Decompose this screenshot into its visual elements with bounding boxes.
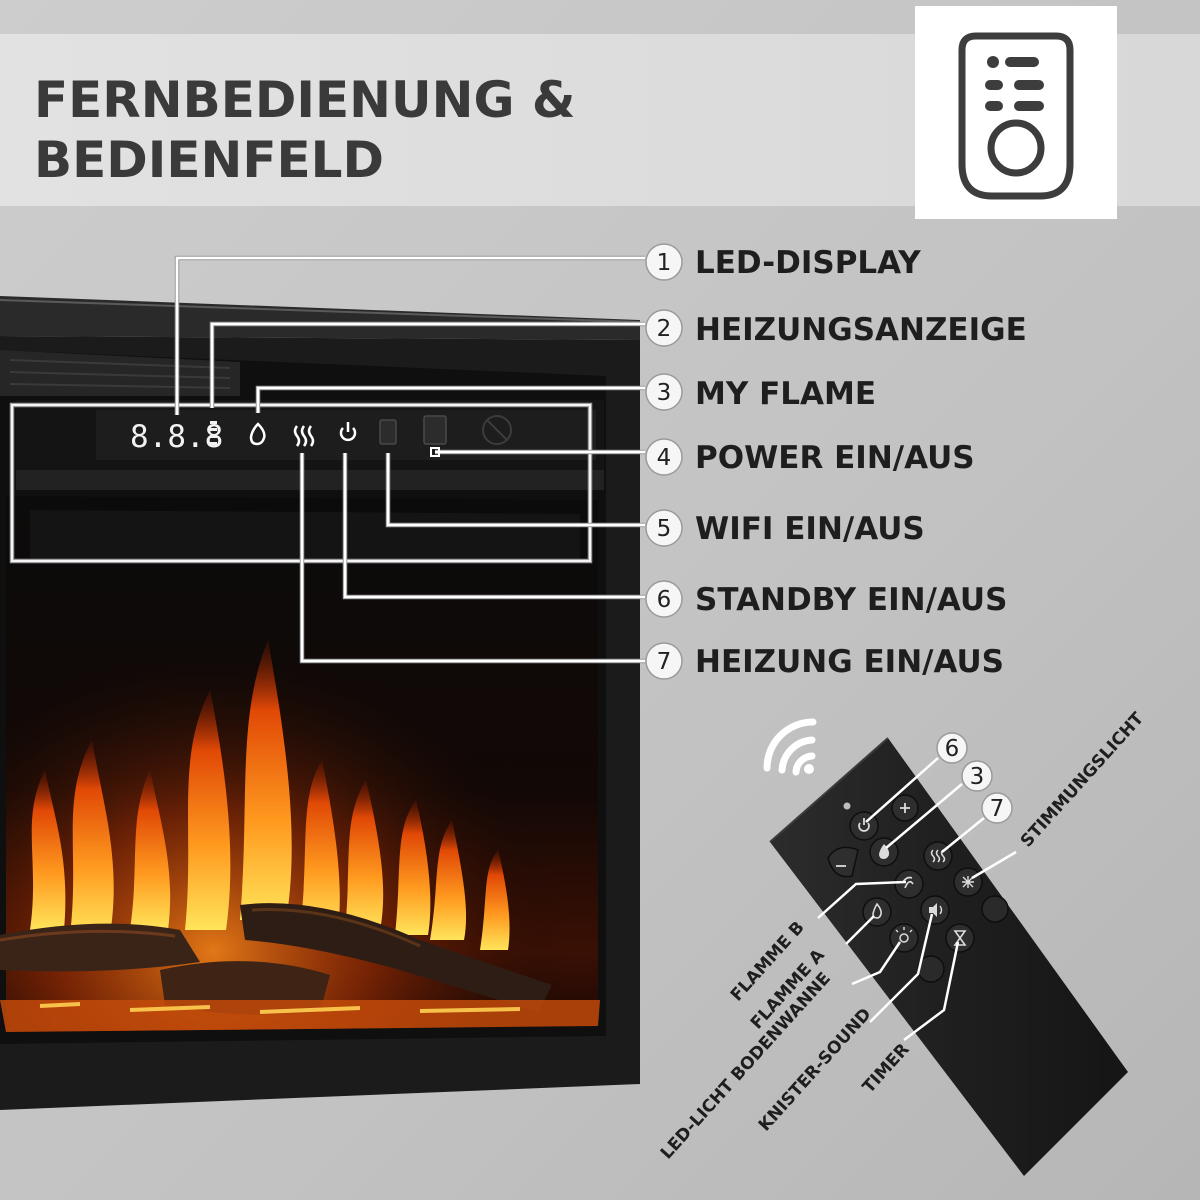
remote-blank-button[interactable] bbox=[981, 895, 1009, 923]
callout-2: 2 HEIZUNGSANZEIGE bbox=[645, 309, 1027, 348]
callout-number: 2 bbox=[657, 316, 672, 342]
remote-badge-7: 7 bbox=[981, 792, 1013, 824]
callout-label-led-display: LED-DISPLAY bbox=[695, 245, 921, 281]
wifi-signal-icon bbox=[763, 718, 817, 776]
remote-plus-button[interactable] bbox=[891, 794, 919, 822]
title-line-2: BEDIENFELD bbox=[34, 131, 384, 189]
logs bbox=[0, 903, 600, 1032]
callout-label-my-flame: MY FLAME bbox=[695, 376, 876, 412]
remote-power-button[interactable] bbox=[849, 811, 879, 841]
remote-badge-6: 6 bbox=[936, 732, 968, 764]
callout-label-wifi: WIFI EIN/AUS bbox=[695, 511, 925, 547]
no-touch-icon bbox=[482, 415, 512, 445]
remote-sound-button[interactable] bbox=[920, 895, 950, 925]
callout-1: 1 LED-DISPLAY bbox=[645, 243, 921, 281]
wifi-switch[interactable] bbox=[379, 419, 397, 445]
callout-number: 1 bbox=[657, 250, 672, 276]
callout-label-standby: STANDBY EIN/AUS bbox=[695, 582, 1007, 618]
remote-control bbox=[769, 737, 1128, 1176]
remote-light-button[interactable] bbox=[953, 867, 983, 897]
flames bbox=[30, 640, 510, 950]
remote-minus-button[interactable] bbox=[827, 846, 859, 878]
remote-control-icon bbox=[915, 6, 1117, 219]
callout-4: 4 POWER EIN/AUS bbox=[645, 438, 975, 476]
panel-heat-waves-icon[interactable] bbox=[293, 425, 315, 447]
callout-6: 6 STANDBY EIN/AUS bbox=[645, 580, 1007, 618]
callout-3: 3 MY FLAME bbox=[645, 373, 876, 412]
led-display-digits: 8.8.8 bbox=[130, 419, 223, 455]
callout-leaders bbox=[174, 255, 645, 664]
callout-label-power: POWER EIN/AUS bbox=[695, 440, 975, 476]
remote-leaders bbox=[817, 757, 1017, 1041]
callout-label-heating: HEIZUNG EIN/AUS bbox=[695, 644, 1004, 680]
callout-5: 5 WIFI EIN/AUS bbox=[645, 509, 925, 547]
callout-number: 7 bbox=[657, 649, 672, 675]
fireplace bbox=[0, 296, 641, 1110]
panel-power-icon[interactable] bbox=[339, 422, 357, 442]
callout-number: 5 bbox=[657, 516, 672, 542]
led-display: 8.8.8 bbox=[130, 419, 223, 455]
title-line-1: FERNBEDIENUNG & bbox=[34, 71, 576, 129]
remote-timer-button[interactable] bbox=[945, 923, 975, 953]
remote-bed-light-button[interactable] bbox=[889, 923, 919, 953]
remote-badge-number: 7 bbox=[990, 796, 1005, 822]
callout-label-heating-indicator: HEIZUNGSANZEIGE bbox=[695, 312, 1027, 348]
power-switch[interactable] bbox=[423, 415, 447, 445]
callout-number: 3 bbox=[657, 380, 672, 406]
remote-badge-number: 3 bbox=[970, 764, 985, 790]
remote-badge-number: 6 bbox=[945, 736, 960, 762]
callout-number: 6 bbox=[657, 587, 672, 613]
callout-7: 7 HEIZUNG EIN/AUS bbox=[645, 642, 1004, 680]
callout-number: 4 bbox=[657, 445, 672, 471]
remote-flame-b-button[interactable] bbox=[894, 869, 924, 899]
remote-badge-3: 3 bbox=[961, 760, 993, 792]
panel-flame-icon[interactable] bbox=[249, 422, 266, 446]
